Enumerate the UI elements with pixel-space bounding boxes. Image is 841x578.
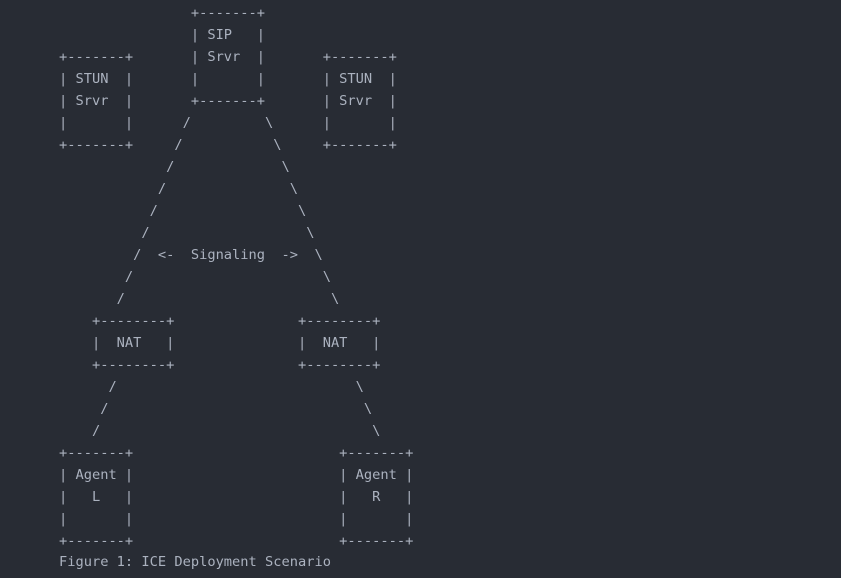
diagram-line: / \	[59, 379, 364, 395]
diagram-line: +--------+ +--------+	[59, 357, 381, 373]
diagram-line: / \	[59, 401, 373, 417]
diagram-line: | Agent | | Agent |	[59, 467, 414, 483]
diagram-line: +-------+ / \ +-------+	[59, 137, 397, 153]
diagram-line: / \	[59, 291, 340, 307]
diagram-line: | | / \ | |	[59, 115, 397, 131]
diagram-line: / \	[59, 225, 315, 241]
diagram-line: | STUN | | | | STUN |	[59, 71, 397, 87]
diagram-line: / \	[59, 181, 298, 197]
diagram-line: | L | | R |	[59, 489, 414, 505]
diagram-line: +--------+ +--------+	[59, 313, 381, 329]
diagram-line: +-------+ | Srvr | +-------+	[59, 49, 397, 65]
diagram-line: | Srvr | +-------+ | Srvr |	[59, 93, 397, 109]
diagram-line: +-------+	[59, 5, 266, 21]
diagram-line: | SIP |	[59, 27, 266, 43]
diagram-line: +-------+ +-------+	[59, 445, 414, 461]
diagram-line: / \	[59, 269, 331, 285]
diagram-line: | | | |	[59, 511, 414, 527]
diagram-line: / <- Signaling -> \	[59, 247, 323, 263]
diagram-line: +-------+ +-------+	[59, 533, 414, 549]
diagram-line: / \	[59, 423, 381, 439]
figure-caption: Figure 1: ICE Deployment Scenario	[59, 554, 331, 570]
diagram-line: / \	[59, 159, 290, 175]
diagram-line: / \	[59, 203, 307, 219]
ice-deployment-ascii-diagram: +-------+ | SIP | +-------+ | Srvr | +---…	[59, 2, 413, 552]
diagram-line: | NAT | | NAT |	[59, 335, 381, 351]
